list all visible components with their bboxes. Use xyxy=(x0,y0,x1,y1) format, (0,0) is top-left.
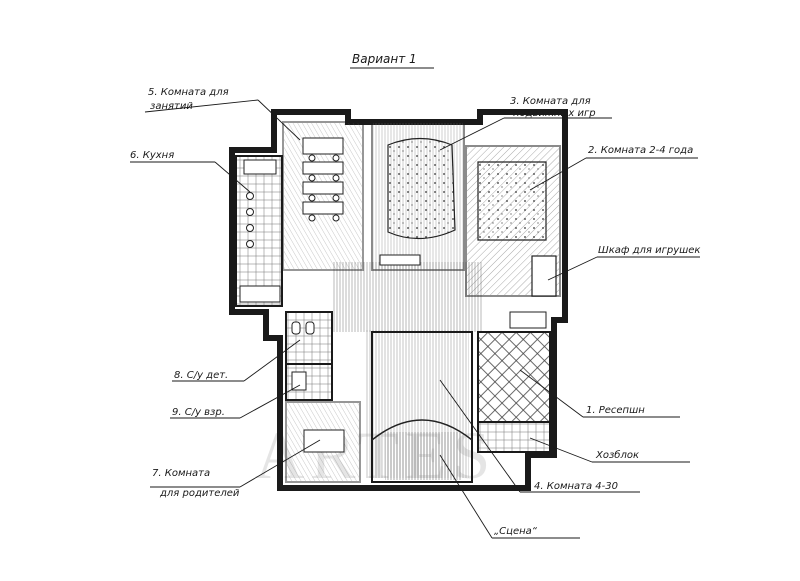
label-wc-adult: 9. С/у взр. xyxy=(172,407,225,418)
label-reception: 1. Ресепшн xyxy=(586,405,645,416)
parents-sofa xyxy=(303,429,345,453)
stage-floor xyxy=(385,432,461,480)
label-kitchen: 6. Кухня xyxy=(130,150,174,161)
label-room-parents-1: 7. Комната xyxy=(152,468,210,479)
games-mat xyxy=(387,137,456,240)
games-bench xyxy=(379,254,421,266)
label-utility: Хозблок xyxy=(595,449,639,461)
kitchen-fixtures xyxy=(239,159,281,303)
wc-kids-room xyxy=(285,311,333,365)
label-room-study-2: занятий xyxy=(150,101,193,112)
kids-mat xyxy=(477,161,547,241)
label-room-games-2: подвижных игр xyxy=(513,108,596,119)
label-toy-closet: Шкаф для игрушек xyxy=(598,245,700,256)
room-4-30 xyxy=(371,331,473,483)
utility-block xyxy=(477,421,551,453)
label-room-study-1: 5. Комната для xyxy=(148,87,229,98)
label-wc-kids: 8. С/у дет. xyxy=(174,370,228,381)
label-room-parents-2: для родителей xyxy=(159,488,240,499)
wc-fixtures xyxy=(291,321,315,391)
label-room-games-1: 3. Комната для xyxy=(510,96,591,107)
label-room-4-30: 4. Комната 4-30 xyxy=(534,481,618,492)
leader-lines xyxy=(130,99,700,539)
outer-wall xyxy=(229,109,568,491)
plan-title: Вариант 1 xyxy=(352,52,417,66)
reception-desk xyxy=(509,311,547,329)
label-stage: „Сцена“ xyxy=(494,526,538,537)
kitchen-area xyxy=(235,155,283,307)
label-room-kids: 2. Комната 2-4 года xyxy=(588,145,693,156)
corridor-floor xyxy=(332,262,482,332)
stage-arc xyxy=(371,419,473,441)
reception-area xyxy=(477,331,551,423)
study-tables xyxy=(302,137,344,222)
toy-closet-unit xyxy=(531,255,557,297)
